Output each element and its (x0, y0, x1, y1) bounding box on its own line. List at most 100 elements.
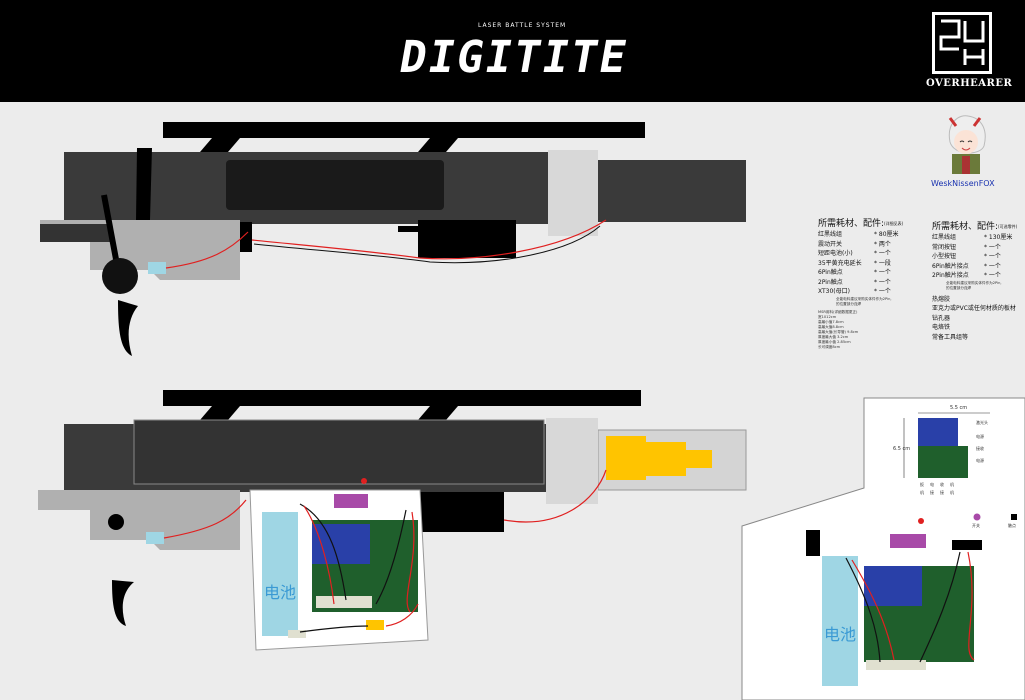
wire-red (851, 559, 895, 661)
battery-label: 电池 (264, 583, 296, 602)
board-side-label: 激光头 (976, 419, 988, 425)
barrel-collar (548, 150, 598, 236)
connector-purple (890, 534, 926, 548)
list-note: 的位置部分连焊 (946, 285, 972, 290)
list-title-text: 所需耗材、配件: (932, 222, 999, 232)
stock-base (40, 224, 110, 242)
list-item-qty: * 一个 (874, 269, 891, 276)
connector-6pin (952, 540, 982, 550)
wire-black (919, 551, 961, 663)
list-item-name: 6Pin触点 (818, 269, 843, 276)
connector-pins (398, 226, 424, 232)
wire-red (967, 551, 975, 661)
list-item-name: XT30(母口) (818, 288, 850, 295)
board-bottom-label: 机 (920, 489, 924, 495)
flash-hider (646, 442, 686, 476)
list-item-qty: * 一个 (874, 288, 891, 295)
brand-logo: LASER BATTLE SYSTEM DIGITITE (396, 22, 633, 92)
bolt-knob (102, 258, 138, 294)
trigger (118, 300, 138, 356)
wire-red (406, 511, 415, 613)
rail-mount (200, 138, 240, 152)
list-title: 所需耗材、配件:(可选零件) (932, 221, 1024, 233)
list-item-name: 2Pin触点 (818, 278, 843, 286)
list-item-name: 红黑线组 (818, 231, 843, 238)
list-item: 小型按钮 * 一个 (932, 252, 1024, 262)
legend-contact-label: 触点 (1008, 522, 1016, 528)
legend-switch-label: 开关 (972, 522, 980, 528)
extra-item: 常备工具组等 (932, 333, 969, 341)
stock-lower (38, 490, 240, 550)
list-item: 35平黄充电延长* 一段 (818, 259, 928, 269)
battery (822, 556, 858, 686)
terminal-row (316, 596, 372, 608)
list-item-qty: * 一个 (984, 262, 1001, 270)
flash-hider (606, 436, 646, 480)
bolt-knob (108, 514, 124, 530)
wire-red (165, 231, 249, 269)
board-bottom-label: 接 (940, 489, 944, 495)
wire-red (163, 499, 247, 539)
list-item: 红黑线组 * 80厘米 (818, 230, 928, 240)
switch-block (146, 532, 164, 544)
list-item: 2Pin触点 * 一个 (818, 278, 928, 288)
list-item-name: 2Pin触片接点 (932, 272, 969, 279)
wire-red (303, 505, 335, 605)
list-item-qty: * 80厘米 (874, 231, 899, 238)
extra-item: 亚克力或PVC或任何材质的板材 (932, 305, 1016, 312)
author-credit: WeskNissenFOX (931, 179, 995, 188)
materials-list-left: 所需耗材、配件:(详细见表) 红黑线组 * 80厘米 震动开关 * 两个 短距电池(… (818, 218, 928, 350)
legend-switch-dot (973, 513, 981, 521)
list-note: 全能电料建议采购实体件作为2Pin, (836, 296, 892, 301)
inset-zoom-panel: 电池 5.5 cm 6.5 cm 激光头 电源 接收 电源 扳 机 电 接 收 … (741, 397, 1025, 700)
list-title: 所需耗材、配件:(详细见表) (818, 218, 928, 230)
flash-hider-tip (686, 450, 712, 468)
list-item-name: 小型按钮 (932, 253, 957, 260)
spec-item: 高最大值(长导管) 9.8cm (818, 329, 859, 334)
laser-module (864, 566, 922, 606)
list-item-qty: * 一个 (984, 272, 1001, 279)
overhearer-text: OVERHEARER (926, 78, 1013, 89)
list-item: 震动开关 * 两个 (818, 240, 928, 250)
barrel-collar (546, 418, 598, 504)
spec-item: 长可调度8cm (818, 344, 841, 349)
rail-mount (200, 406, 240, 420)
battery (262, 512, 298, 636)
list-item-qty: * 两个 (874, 240, 891, 248)
trigger (112, 580, 134, 626)
board-bottom-label: 机 (950, 489, 954, 495)
list-item: 2Pin触片接点 * 一个 (932, 271, 1024, 281)
wire-red (251, 219, 607, 260)
list-item-qty: * 130厘米 (984, 234, 1013, 241)
list-item: 6Pin触点 * 一个 (818, 268, 928, 278)
list-item-name: 6Pin触片接点 (932, 262, 969, 270)
list-item-qty: * 一个 (984, 253, 1001, 260)
terminal-row (866, 660, 926, 670)
board-side-label: 电源 (976, 433, 984, 439)
rail-mount (418, 406, 458, 420)
spec-title: MSR用料(详细数据更正) (818, 309, 858, 314)
wire-black (253, 225, 601, 264)
wire-red (503, 469, 607, 523)
list-item-qty: * 一个 (984, 243, 1001, 251)
spec-item: 厚度最大值 3.2cm (818, 334, 849, 339)
author-avatar (948, 115, 986, 174)
list-title-text: 所需耗材、配件: (818, 219, 885, 229)
list-item-name: 震动开关 (818, 240, 843, 248)
plug-small (288, 630, 306, 638)
wire-black (299, 503, 347, 601)
list-title-note: (详细见表) (884, 221, 904, 226)
spec-item: 厚度最小值 2.85cm (818, 339, 851, 344)
board-bottom-label: 电 (930, 481, 934, 487)
extra-item: 钻孔器 (932, 314, 951, 322)
list-item-qty: * 一个 (874, 250, 891, 257)
list-item-name: 红黑线组 (932, 234, 957, 241)
overhearer-emblem (932, 12, 992, 74)
rail-mount (418, 138, 458, 152)
list-note: 全能电料建议采购实体件作为2Pin, (946, 280, 1002, 285)
list-item-name: 短距电池(小) (818, 250, 853, 257)
list-item-qty: * 一个 (874, 278, 891, 286)
connector-purple (334, 494, 368, 508)
battery-label: 电池 (824, 625, 856, 644)
board-bottom-label: 扳 (920, 481, 924, 487)
